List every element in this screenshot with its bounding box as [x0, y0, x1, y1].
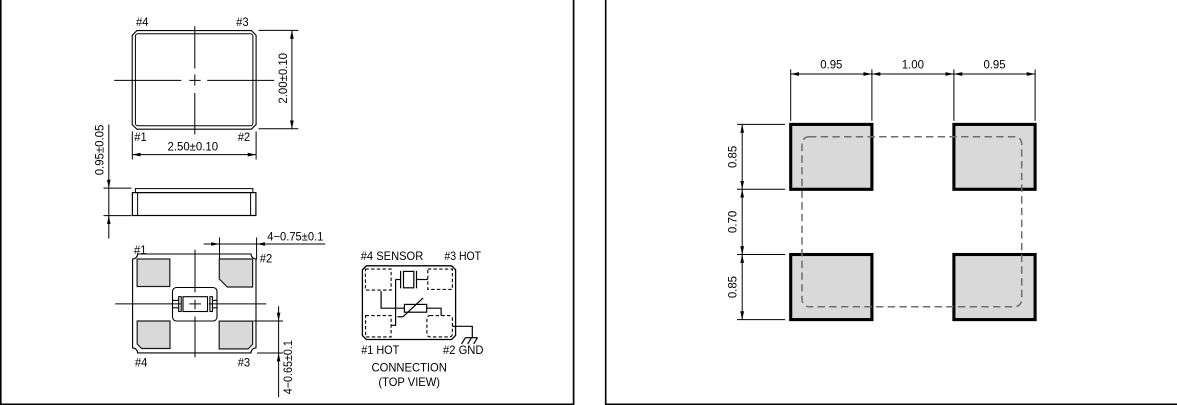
- svg-text:4−0.65±0.1: 4−0.65±0.1: [281, 340, 295, 394]
- svg-text:CONNECTION: CONNECTION: [372, 361, 447, 375]
- svg-text:#4: #4: [136, 15, 149, 29]
- svg-text:0.85: 0.85: [725, 276, 739, 298]
- svg-text:#3: #3: [238, 355, 251, 369]
- svg-text:0.85: 0.85: [725, 146, 739, 168]
- svg-text:#3: #3: [236, 15, 249, 29]
- svg-text:#1: #1: [134, 130, 147, 144]
- svg-text:2.00±0.10: 2.00±0.10: [276, 53, 290, 104]
- svg-text:(TOP VIEW): (TOP VIEW): [378, 375, 440, 389]
- svg-text:#1: #1: [134, 243, 147, 257]
- svg-text:2.50±0.10: 2.50±0.10: [168, 139, 219, 153]
- svg-text:#1 HOT: #1 HOT: [361, 343, 400, 357]
- svg-text:#2: #2: [238, 130, 251, 144]
- svg-text:#2 GND: #2 GND: [443, 343, 484, 357]
- svg-text:4−0.75±0.1: 4−0.75±0.1: [267, 229, 323, 243]
- svg-text:0.95: 0.95: [820, 58, 842, 72]
- svg-text:#3 HOT: #3 HOT: [444, 249, 481, 263]
- svg-text:#4: #4: [135, 355, 148, 369]
- svg-text:#4 SENSOR: #4 SENSOR: [361, 249, 424, 263]
- svg-text:0.95±0.05: 0.95±0.05: [93, 124, 107, 175]
- svg-text:#2: #2: [260, 251, 273, 265]
- svg-text:0.70: 0.70: [725, 210, 739, 233]
- svg-text:0.95: 0.95: [983, 58, 1005, 72]
- svg-text:1.00: 1.00: [902, 58, 925, 72]
